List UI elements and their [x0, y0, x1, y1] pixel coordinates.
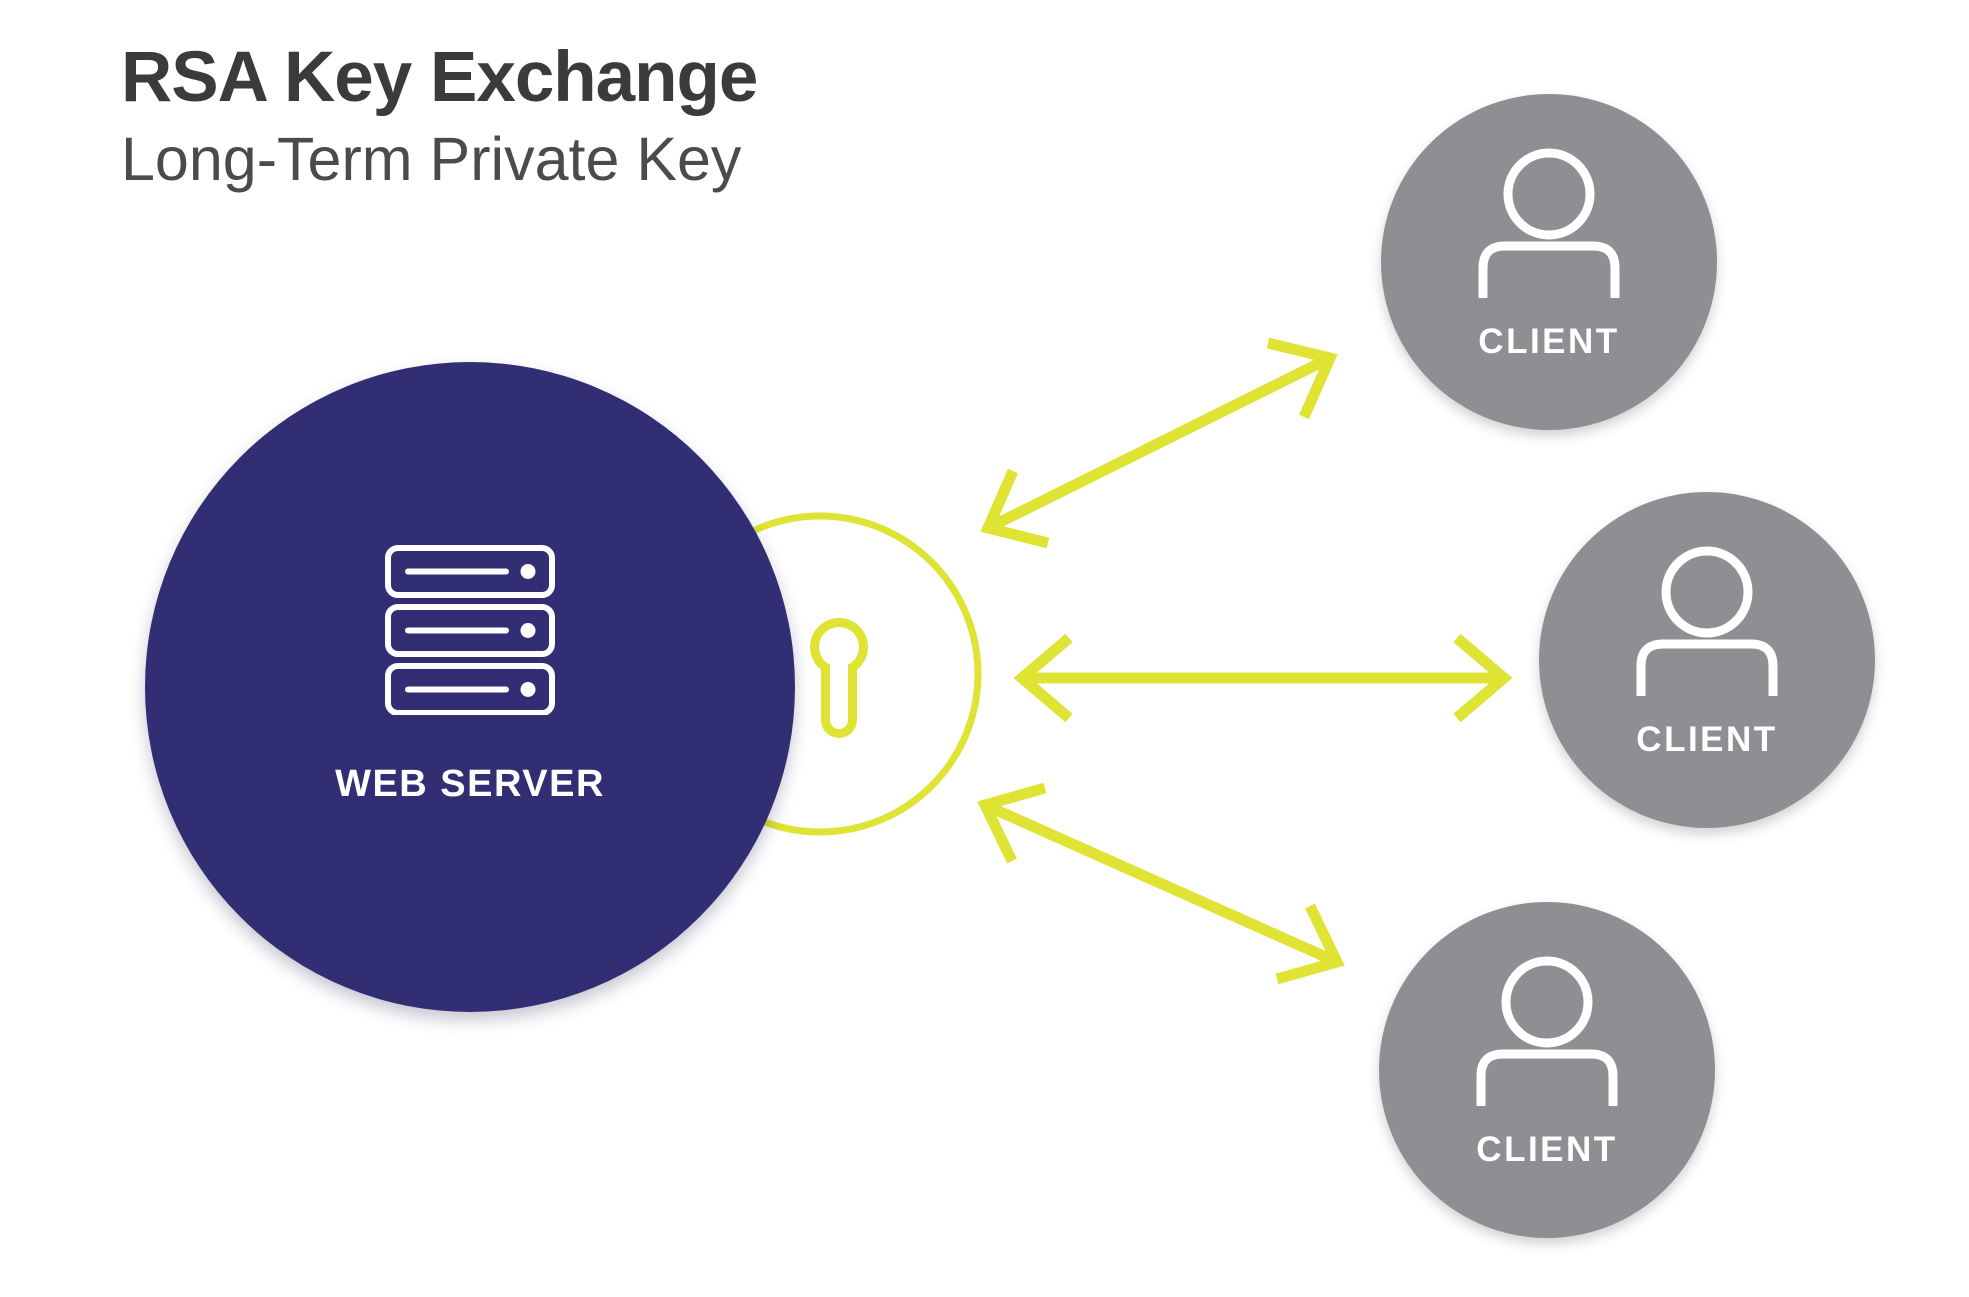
- client-circle-top: CLIENT: [1381, 94, 1717, 430]
- server-rack-icon: [385, 545, 555, 715]
- web-server-label: WEB SERVER: [335, 763, 605, 805]
- person-icon: [1636, 546, 1778, 696]
- client-label: CLIENT: [1636, 720, 1778, 759]
- keyhole-icon: [810, 618, 868, 738]
- client-circle-middle: CLIENT: [1539, 492, 1875, 828]
- web-server-circle: WEB SERVER: [145, 362, 795, 1012]
- exchange-arrow-top: [980, 337, 1338, 549]
- person-icon: [1478, 148, 1620, 298]
- exchange-arrow-bottom: [977, 782, 1345, 985]
- client-circle-bottom: CLIENT: [1379, 902, 1715, 1238]
- client-label: CLIENT: [1478, 322, 1620, 361]
- exchange-arrow-middle: [1013, 633, 1513, 723]
- page-subtitle: Long-Term Private Key: [121, 124, 742, 193]
- person-icon: [1476, 956, 1618, 1106]
- client-label: CLIENT: [1476, 1130, 1618, 1169]
- heading-block: RSA Key Exchange Long-Term Private Key: [121, 38, 758, 193]
- page-title: RSA Key Exchange: [121, 38, 758, 117]
